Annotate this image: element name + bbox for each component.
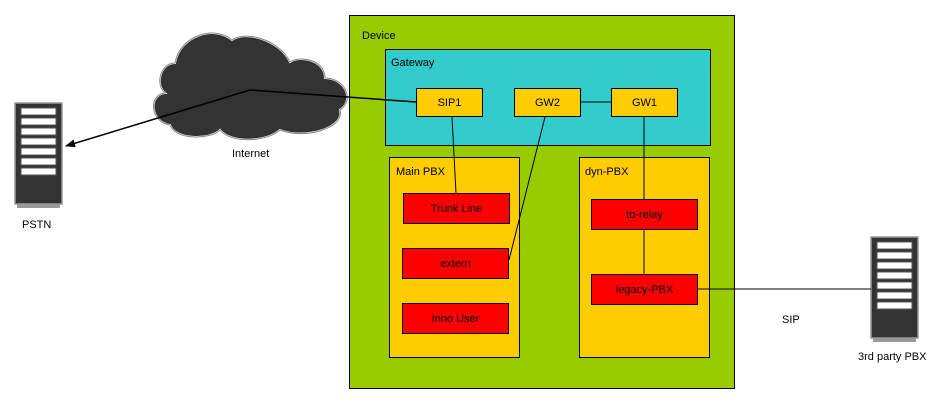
gw1-node[interactable]: GW1 — [611, 88, 678, 117]
third-party-pbx-server-icon[interactable] — [870, 236, 919, 342]
extern-node[interactable]: extern — [402, 248, 509, 279]
to-relay-label: to-relay — [626, 208, 663, 221]
gateway-label: Gateway — [391, 57, 435, 69]
pstn-server-icon[interactable] — [14, 102, 63, 208]
gw2-label: GW2 — [534, 96, 561, 109]
sip1-node[interactable]: SIP1 — [416, 88, 483, 117]
third-party-pbx-label: 3rd party PBX — [858, 351, 927, 363]
trunk-line-node[interactable]: Trunk Line — [403, 193, 510, 224]
legacy-pbx-label: legacy-PBX — [615, 283, 674, 296]
legacy-pbx-node[interactable]: legacy-PBX — [591, 274, 698, 305]
pstn-label: PSTN — [22, 219, 52, 231]
trunk-line-label: Trunk Line — [430, 202, 483, 215]
internet-cloud-icon[interactable] — [152, 32, 349, 141]
sip1-to-pstn-connector[interactable] — [65, 89, 417, 148]
sip1-label: SIP1 — [437, 96, 462, 109]
gw1-label: GW1 — [631, 96, 658, 109]
sip1-to-trunk-line-connector[interactable] — [451, 116, 457, 194]
to-relay-node[interactable]: to-relay — [591, 199, 698, 230]
gw2-node[interactable]: GW2 — [514, 88, 581, 117]
inno-user-node[interactable]: Inno User — [402, 303, 509, 334]
internet-label: Internet — [232, 148, 270, 160]
main-pbx-label: Main PBX — [396, 166, 445, 178]
dyn-pbx-label: dyn-PBX — [585, 166, 629, 178]
extern-label: extern — [440, 257, 471, 270]
sip-link-label: SIP — [782, 314, 800, 326]
gw2-to-extern-connector[interactable] — [508, 116, 546, 261]
inno-user-label: Inno User — [431, 312, 480, 325]
device-label: Device — [362, 30, 396, 42]
